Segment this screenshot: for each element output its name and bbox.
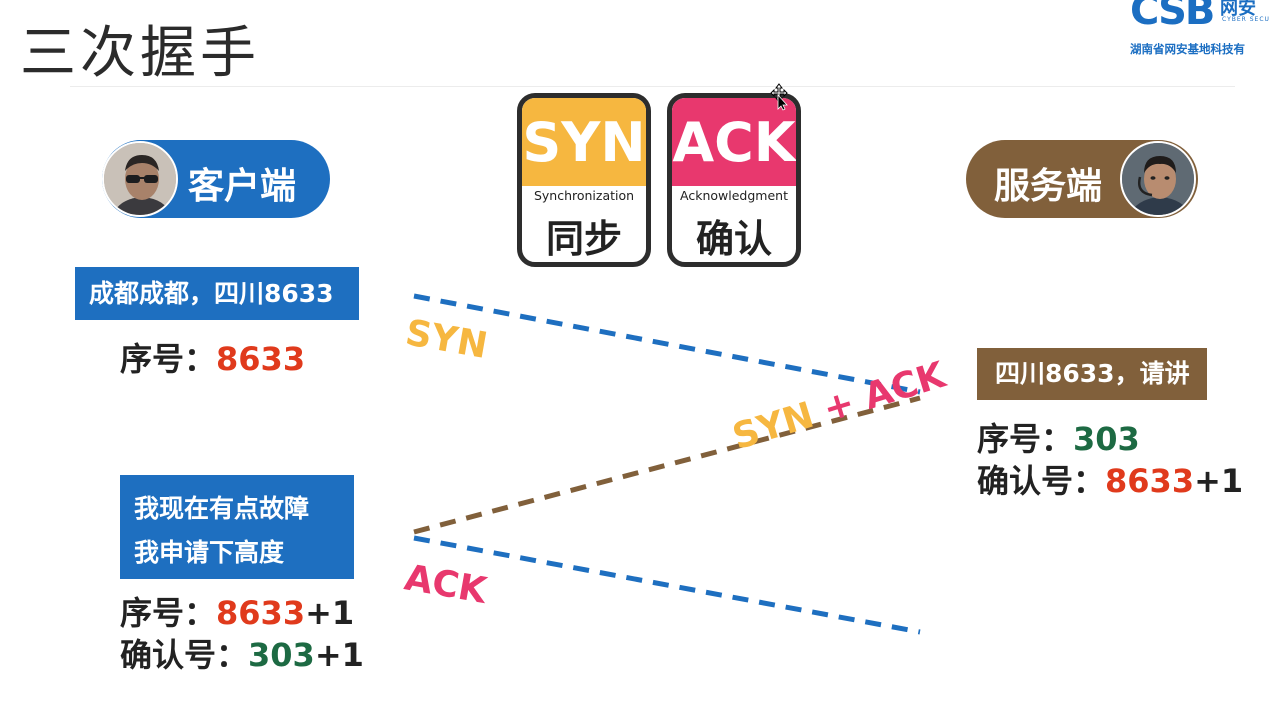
- server-seq-label: 序号：: [977, 420, 1074, 458]
- server-seq-value: 303: [1073, 420, 1140, 458]
- ack-card-abbr: ACK: [672, 98, 796, 186]
- syn-card-cn: 同步: [545, 217, 622, 261]
- server-ack-suffix: +1: [1194, 462, 1244, 500]
- client-ack-2-label: 确认号：: [120, 636, 249, 674]
- client-message-2: 我现在有点故障 我申请下高度: [120, 475, 354, 579]
- client-message-2-line-1: 我现在有点故障: [134, 494, 310, 523]
- logo-mark: CSB: [1130, 0, 1215, 34]
- server-message: 四川8633，请讲: [977, 348, 1207, 400]
- client-message-1: 成都成都，四川8633: [75, 267, 359, 320]
- ack-card: ACK Acknowledgment 确认: [667, 93, 801, 267]
- client-ack-2-value: 303: [248, 636, 315, 674]
- server-role-label: 服务端: [994, 166, 1103, 207]
- syn-line: [413, 293, 921, 395]
- ack-line: [413, 535, 921, 635]
- client-seq-2-label: 序号：: [120, 594, 217, 632]
- server-ack-label: 确认号：: [977, 462, 1106, 500]
- ack-card-full: Acknowledgment: [680, 188, 788, 203]
- client-message-2-line-2: 我申请下高度: [134, 538, 285, 567]
- synack-line: [413, 395, 921, 535]
- client-avatar: [102, 141, 178, 217]
- client-seq-2-suffix: +1: [305, 594, 355, 632]
- logo-name-en: CYBER SECU: [1222, 16, 1270, 23]
- logo-org: 湖南省网安基地科技有: [1130, 42, 1245, 56]
- client-seq-2-value: 8633: [216, 594, 306, 632]
- move-cursor-icon: [770, 83, 788, 111]
- ack-card-cn: 确认: [695, 217, 772, 261]
- client-seq-1-label: 序号：: [120, 340, 217, 378]
- client-seq-1-value: 8633: [216, 340, 306, 378]
- client-seq-1: 序号：8633: [120, 334, 305, 380]
- company-logo: CSB 网安 CYBER SECU 湖南省网安基地科技有: [1128, 0, 1276, 64]
- server-ack-value: 8633: [1105, 462, 1195, 500]
- client-role-label: 客户端: [188, 166, 297, 207]
- server-ack: 确认号：8633+1: [977, 456, 1243, 502]
- syn-card: SYN Synchronization 同步: [517, 93, 651, 267]
- server-seq: 序号：303: [977, 414, 1140, 460]
- logo-name-cn: 网安: [1220, 0, 1256, 19]
- client-seq-2: 序号：8633+1: [120, 588, 354, 634]
- title-divider: [70, 86, 1235, 87]
- client-ack-2-suffix: +1: [314, 636, 364, 674]
- syn-card-full: Synchronization: [533, 188, 635, 203]
- page-title: 三次握手: [20, 21, 260, 86]
- client-ack-2: 确认号：303+1: [120, 630, 364, 676]
- syn-card-abbr: SYN: [522, 98, 646, 186]
- server-avatar: [1120, 141, 1196, 217]
